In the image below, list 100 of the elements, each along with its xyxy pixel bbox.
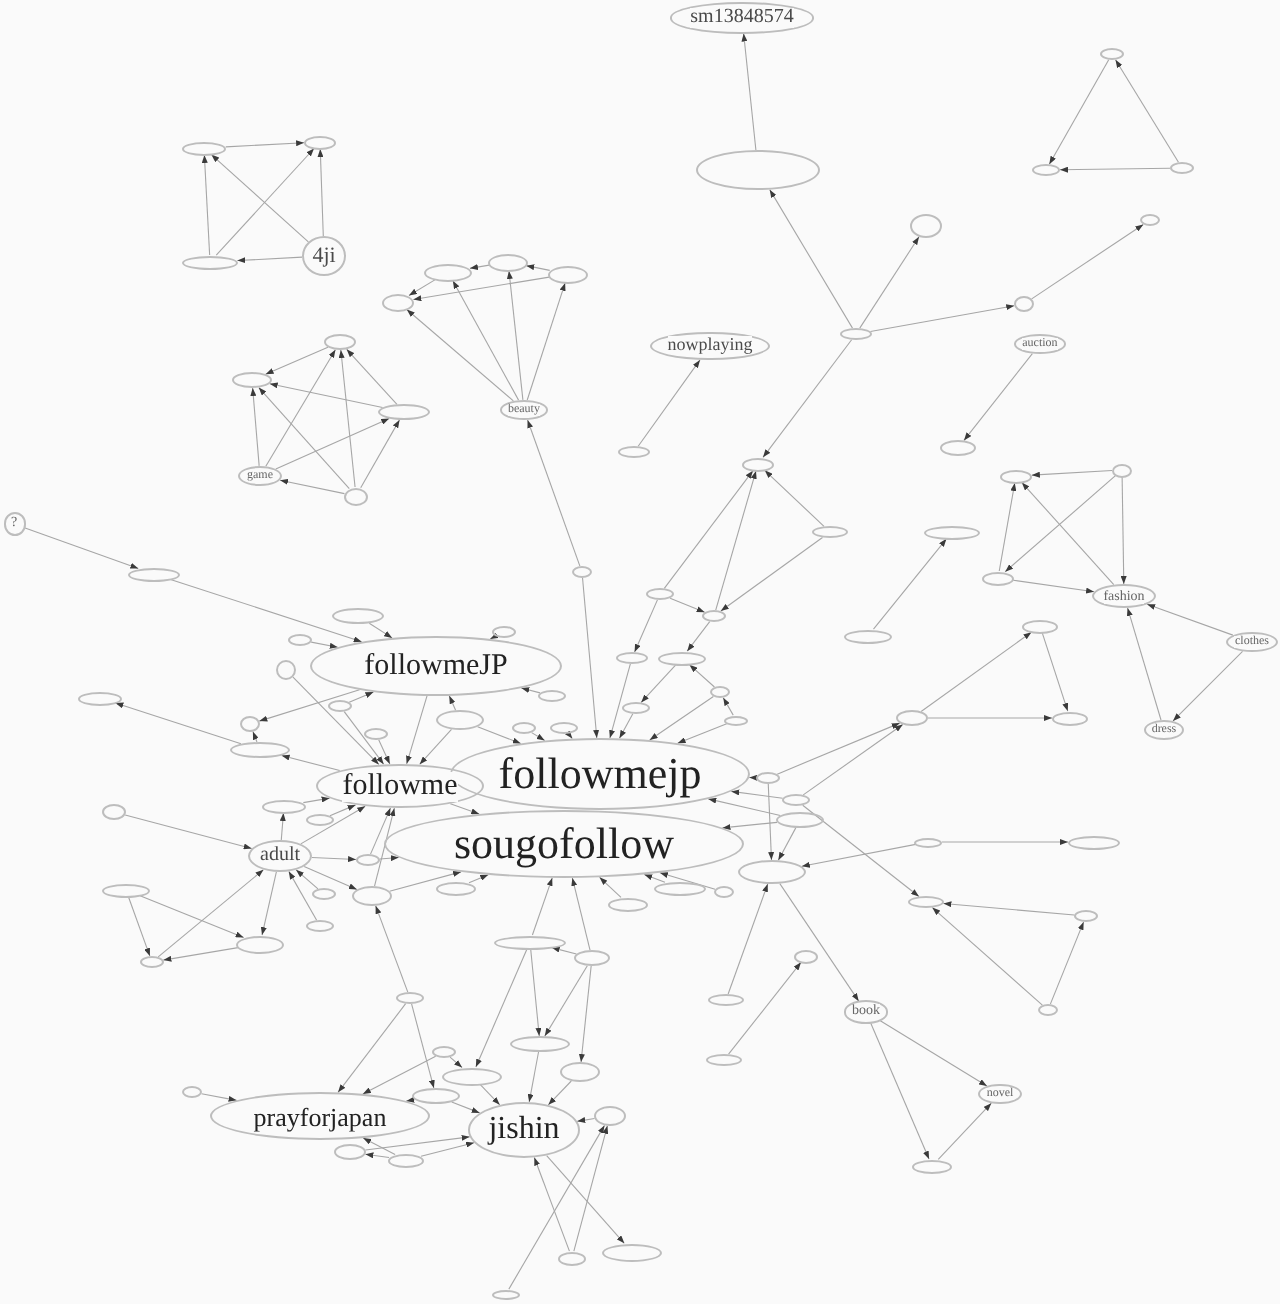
- arrow: [449, 803, 480, 815]
- arrow: [870, 1022, 930, 1160]
- arrow: [258, 689, 361, 722]
- arrow: [533, 1156, 570, 1252]
- graph-node: [574, 950, 610, 966]
- arrow: [520, 687, 541, 694]
- arrow: [378, 739, 391, 765]
- graph-node: [812, 526, 848, 538]
- arrow: [998, 482, 1017, 572]
- arrow: [1041, 632, 1069, 712]
- graph-node: [724, 715, 748, 725]
- arrow: [279, 812, 286, 841]
- arrow: [269, 382, 384, 409]
- arrow: [776, 722, 901, 775]
- node-label: 4ji: [312, 245, 336, 267]
- arrow: [802, 804, 920, 898]
- arrow: [489, 632, 499, 640]
- graph-node: [1038, 1004, 1058, 1016]
- graph-node: [1013, 333, 1067, 355]
- graph-node: [78, 691, 122, 705]
- arrow: [375, 905, 409, 993]
- arrow: [508, 1124, 606, 1290]
- graph-node: [1092, 584, 1156, 608]
- graph-node: [332, 608, 384, 624]
- arrow: [1048, 59, 1110, 165]
- graph-node: [702, 610, 726, 622]
- arrow: [368, 622, 393, 639]
- graph-node: [182, 1086, 202, 1098]
- arrow: [530, 948, 542, 1037]
- graph-node: [1140, 214, 1160, 226]
- arrow: [419, 728, 453, 765]
- graph-node: [276, 660, 296, 680]
- graph-node: [914, 837, 942, 847]
- graph-node: [306, 920, 334, 932]
- arrow: [114, 702, 242, 745]
- graph-node: [782, 794, 810, 806]
- arrow: [279, 478, 345, 495]
- graph-node: [378, 404, 430, 420]
- graph-node: [1074, 910, 1098, 922]
- graph-node: [940, 440, 976, 456]
- graph-node: [840, 328, 872, 340]
- arrow: [730, 789, 784, 799]
- arrow: [260, 871, 277, 936]
- graph-node: [238, 465, 282, 487]
- graph-node: [756, 772, 780, 784]
- arrow: [420, 1141, 475, 1157]
- arrow: [722, 697, 734, 716]
- arrow: [779, 883, 860, 1002]
- arrow: [300, 805, 366, 845]
- arrow: [767, 783, 775, 861]
- arrow: [578, 965, 592, 1063]
- graph-node: [102, 804, 126, 820]
- arrow: [1126, 607, 1162, 721]
- arrow: [801, 843, 917, 868]
- arrow: [201, 1093, 238, 1102]
- graph-node: [334, 1144, 366, 1160]
- graph-node: [248, 840, 312, 872]
- arrow: [573, 1125, 609, 1252]
- arrow: [170, 578, 363, 643]
- arrow: [869, 304, 1015, 332]
- arrow: [449, 1056, 463, 1069]
- graph-node: [608, 897, 648, 911]
- arrow: [295, 869, 319, 890]
- arrow: [346, 348, 398, 405]
- arrow: [225, 140, 305, 148]
- graph-node: [344, 487, 368, 505]
- arrow: [1004, 474, 1117, 573]
- arrow: [920, 631, 1032, 712]
- arrow: [373, 807, 396, 887]
- graph-node: [324, 334, 356, 350]
- arrow: [157, 869, 264, 958]
- arrow: [663, 470, 754, 589]
- graph-node: [646, 588, 674, 600]
- arrow: [728, 961, 802, 1055]
- arrow: [127, 896, 151, 957]
- arrow: [302, 796, 331, 804]
- arrow: [802, 724, 904, 796]
- node-label: followme: [342, 771, 458, 801]
- arrow: [124, 814, 253, 850]
- graph-node: [982, 571, 1014, 585]
- node-label: sougofollow: [454, 822, 674, 866]
- arrow: [1114, 59, 1180, 163]
- graph-node: [924, 525, 980, 539]
- graph-node: [654, 881, 706, 895]
- graph-node: [616, 652, 648, 664]
- graph-node: [1032, 164, 1060, 176]
- arrow: [475, 948, 528, 1068]
- arrow: [769, 189, 854, 329]
- arrow: [963, 353, 1033, 441]
- graph-node: [316, 763, 484, 809]
- arrow: [669, 597, 706, 613]
- graph-node: [310, 636, 562, 696]
- graph-node: [236, 935, 284, 953]
- arrow: [544, 965, 588, 1037]
- graph-node: [140, 956, 164, 968]
- node-label: prayforjapan: [253, 1103, 387, 1129]
- arrow: [748, 774, 758, 781]
- arrow: [1012, 579, 1095, 594]
- node-label: adult: [260, 846, 300, 866]
- graph-node: [488, 253, 528, 271]
